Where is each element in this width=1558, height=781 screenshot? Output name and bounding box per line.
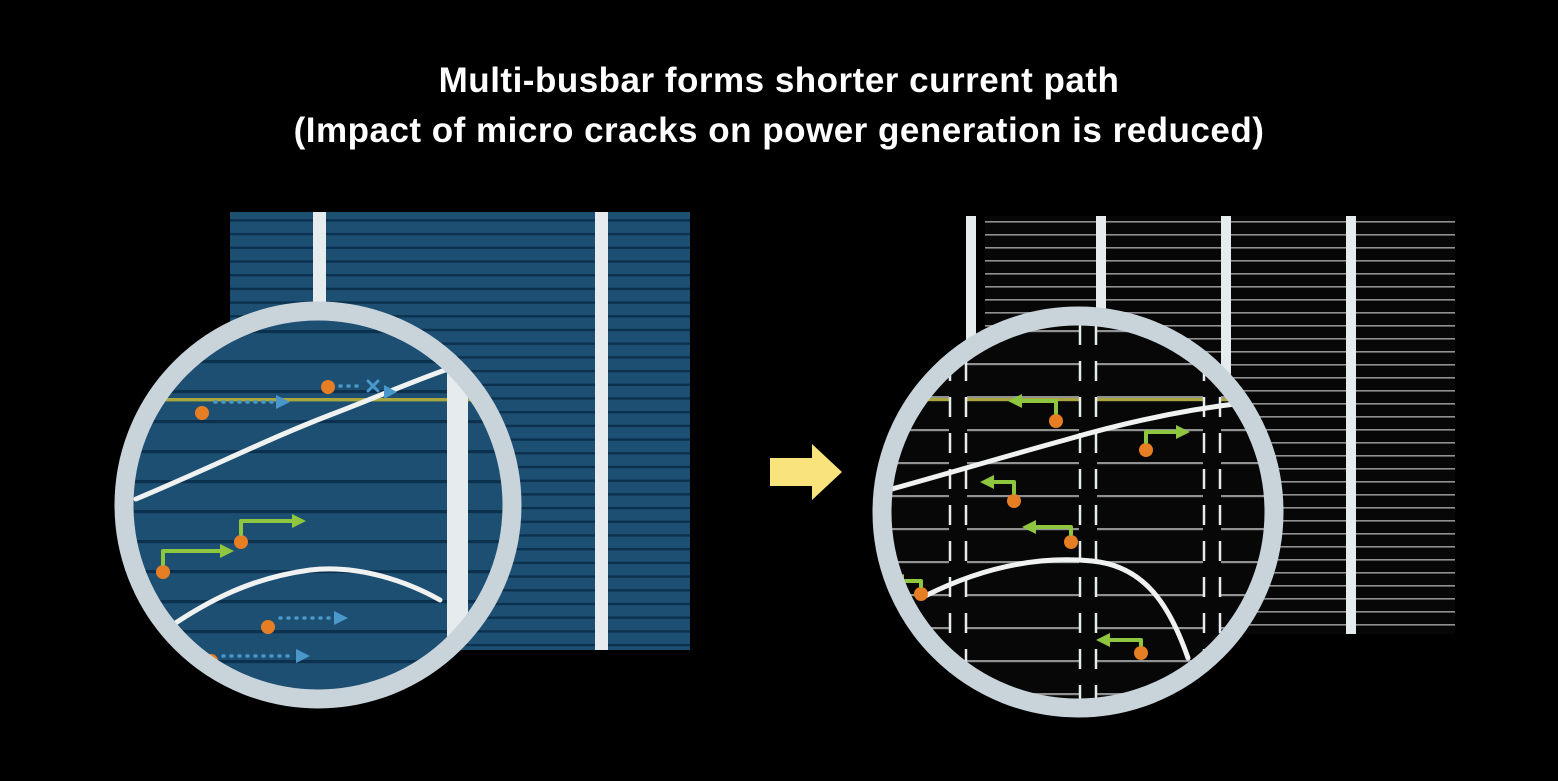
- electron-dot: [914, 587, 928, 601]
- short-path-arrowhead-icon: [1176, 425, 1190, 439]
- micro-crack-line: [891, 400, 1246, 492]
- multi-busbar-cell-panel: [872, 216, 1455, 718]
- conventional-busbar: [595, 212, 608, 650]
- electron-dot: [156, 565, 170, 579]
- right-magnifier-ring: [872, 306, 1284, 718]
- short-path-arrowhead-icon: [292, 514, 306, 528]
- left-magnifier-ring: [114, 301, 522, 709]
- short-path-arrowhead-icon: [220, 544, 234, 558]
- left-magnifier-content: [133, 320, 503, 690]
- long-path-arrowhead-icon: [276, 395, 290, 409]
- electron-dot: [1134, 646, 1148, 660]
- long-current-path-group: [195, 379, 397, 668]
- transition-arrow-icon: [770, 444, 842, 500]
- long-path-arrowhead-icon: [384, 385, 397, 399]
- electron-dot: [195, 406, 209, 420]
- title-line-2: (Impact of micro cracks on power generat…: [293, 110, 1265, 150]
- short-path-arrowhead-icon: [1008, 394, 1022, 408]
- highlighted-finger-line: [133, 398, 503, 402]
- title-line-1: Multi-busbar forms shorter current path: [438, 61, 1120, 100]
- short-current-path-group: [156, 514, 306, 579]
- electron-dot: [234, 535, 248, 549]
- short-path-arrowhead-icon: [1022, 520, 1036, 534]
- short-path-arrowhead-icon: [980, 475, 994, 489]
- micro-crack-line: [135, 566, 443, 653]
- short-path-arrowhead-icon: [1096, 633, 1110, 647]
- long-path-arrowhead-icon: [334, 611, 348, 625]
- short-current-path: [239, 519, 294, 536]
- micro-crack-line: [133, 364, 457, 502]
- electron-dot: [261, 620, 275, 634]
- electron-dot: [1064, 535, 1078, 549]
- magnified-busbar: [949, 325, 967, 699]
- multi-busbar: [1346, 216, 1356, 634]
- short-current-path: [1020, 399, 1058, 415]
- long-path-arrowhead-icon: [296, 649, 310, 663]
- short-current-path: [1144, 430, 1178, 444]
- short-current-path: [992, 480, 1016, 495]
- highlighted-finger-line: [891, 398, 1265, 402]
- conventional-cell-panel: [114, 212, 690, 709]
- magnified-multi-busbars: [948, 325, 1222, 699]
- diagram-title: Multi-busbar forms shorter current path …: [0, 56, 1558, 155]
- electron-dot: [1007, 494, 1021, 508]
- right-magnifier-content: [891, 325, 1265, 699]
- short-current-path: [161, 549, 222, 566]
- micro-crack-line: [922, 557, 1191, 661]
- short-current-path: [902, 579, 923, 588]
- electron-dot: [1139, 443, 1153, 457]
- magnified-busbar: [1079, 325, 1097, 699]
- short-current-path: [1108, 638, 1143, 647]
- short-current-path: [1034, 525, 1073, 536]
- left-magnifier-fingers: [133, 320, 503, 690]
- magnified-busbar: [1203, 325, 1221, 699]
- magnified-busbar: [447, 320, 468, 690]
- blocked-path-x-icon: [366, 379, 380, 393]
- electron-dot: [1049, 414, 1063, 428]
- electron-dot: [321, 380, 335, 394]
